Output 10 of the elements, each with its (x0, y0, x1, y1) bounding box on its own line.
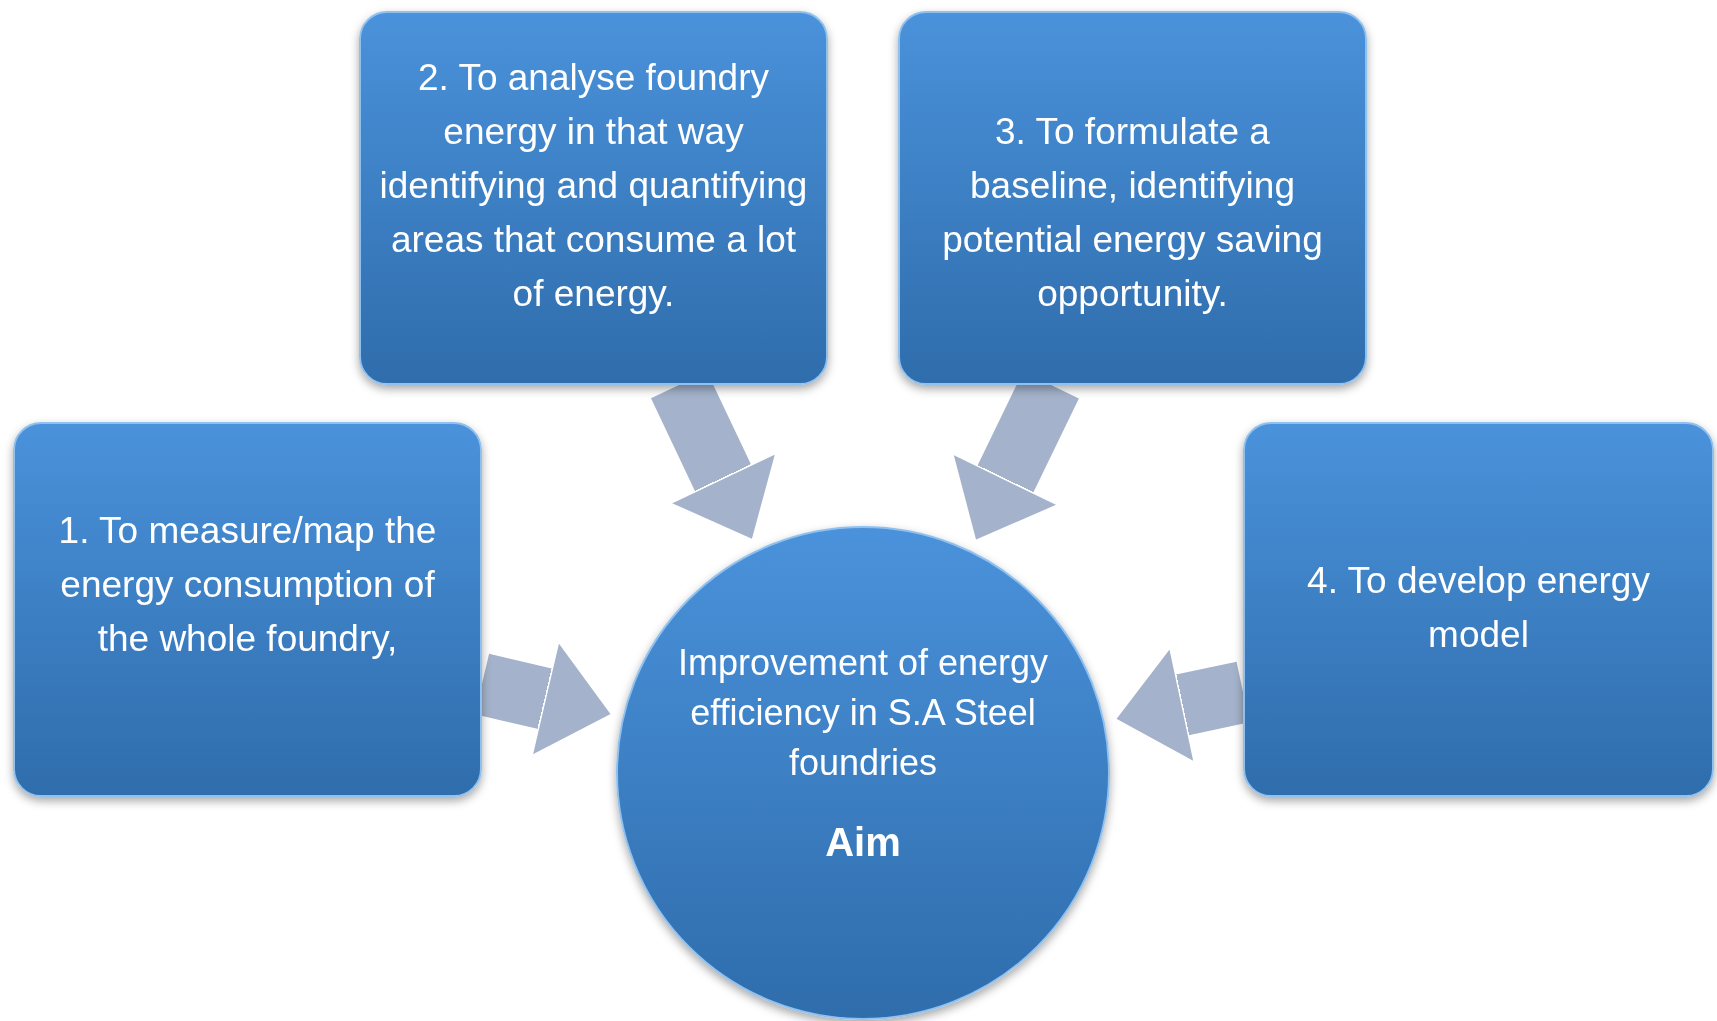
objective-box (1243, 422, 1714, 797)
aim-text: Improvement of energy efficiency in S.A Steel foundries (676, 641, 1050, 785)
aim-label: Aim (825, 819, 901, 866)
objective-text: 3. To formulate a baseline, identifying potential energy saving opportunity. (941, 110, 1324, 316)
objective-text: 4. To develop energy model (1306, 559, 1651, 657)
objective-text: 2. To analyse foundry energy in that way identifying and quantifying areas that consume a lot of energy. (378, 56, 809, 316)
objective-box (359, 11, 828, 385)
objective-text: 1. To measure/map the energy consumption of the whole foundry, (57, 509, 438, 661)
objective-box (898, 11, 1367, 385)
objective-box (13, 422, 482, 797)
